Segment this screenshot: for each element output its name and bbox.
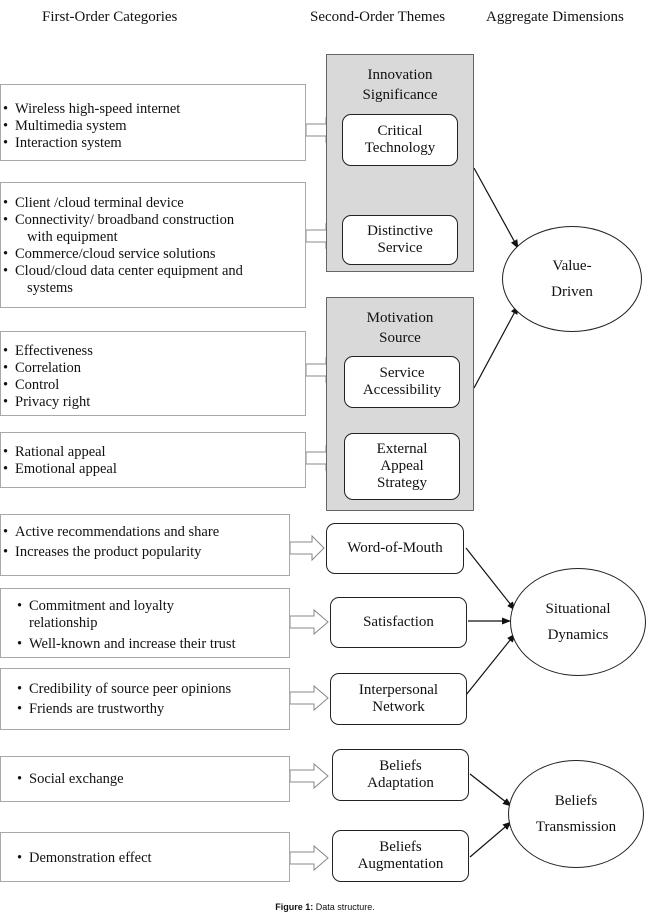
category-item: Credibility of source peer opinions (17, 681, 231, 698)
theme-beliefs-augmentation: Beliefs Augmentation (332, 830, 469, 882)
dimension-situational-dynamics: Situational Dynamics (510, 568, 646, 676)
block-arrow (289, 534, 325, 562)
category-item: Rational appeal (3, 444, 106, 461)
theme-satisfaction: Satisfaction (330, 597, 467, 648)
figure-caption: Figure 1: Data structure. (0, 902, 650, 912)
category-item: Demonstration effect (17, 850, 152, 867)
category-item: Effectiveness (3, 343, 93, 360)
caption-label: Figure 1: (275, 902, 314, 912)
arrow-line (465, 633, 516, 696)
category-box-4: Rational appeal Emotional appeal (0, 432, 306, 488)
theme-beliefs-adaptation: Beliefs Adaptation (332, 749, 469, 801)
category-box-3: Effectiveness Correlation Control Privac… (0, 331, 306, 416)
category-box-2: Client /cloud terminal device Connectivi… (0, 182, 306, 308)
category-item-continued: relationship (29, 615, 98, 631)
category-item-continued: with equipment (27, 229, 118, 245)
category-item: Control (3, 377, 59, 394)
category-item-continued: systems (27, 280, 73, 296)
header-aggregate: Aggregate Dimensions (486, 9, 624, 25)
caption-text: Data structure. (315, 902, 375, 912)
category-box-1: Wireless high-speed internet Multimedia … (0, 84, 306, 161)
category-item: Social exchange (17, 771, 124, 788)
theme-interpersonal-network: Interpersonal Network (330, 673, 467, 725)
category-item: Connectivity/ broadband construction (3, 212, 234, 229)
block-arrow (289, 844, 329, 872)
category-item: Well-known and increase their trust (17, 636, 236, 653)
group-title: Motivation Source (366, 310, 434, 346)
category-item: Increases the product popularity (3, 544, 201, 561)
theme-service-accessibility: Service Accessibility (344, 356, 460, 408)
arrow-line (465, 547, 516, 611)
theme-critical-technology: Critical Technology (342, 114, 458, 166)
category-box-9: Demonstration effect (0, 832, 290, 882)
category-item: Interaction system (3, 135, 122, 152)
theme-external-appeal-strategy: External Appeal Strategy (344, 433, 460, 500)
group-title: Innovation Significance (362, 67, 438, 103)
category-item: Commitment and loyalty (17, 598, 174, 615)
category-box-8: Social exchange (0, 756, 290, 802)
arrow-line (469, 821, 512, 858)
category-item: Client /cloud terminal device (3, 195, 184, 212)
category-item: Correlation (3, 360, 81, 377)
category-item: Wireless high-speed internet (3, 101, 180, 118)
category-box-6: Commitment and loyalty relationship Well… (0, 588, 290, 658)
theme-word-of-mouth: Word-of-Mouth (326, 523, 464, 574)
header-first-order: First-Order Categories (42, 9, 178, 25)
category-item: Commerce/cloud service solutions (3, 246, 216, 263)
category-item: Emotional appeal (3, 461, 117, 478)
block-arrow (289, 762, 329, 790)
category-item: Active recommendations and share (3, 524, 219, 541)
arrow-line (473, 305, 519, 389)
category-item: Cloud/cloud data center equipment and (3, 263, 243, 280)
arrow-line (469, 773, 512, 807)
dimension-beliefs-transmission: Beliefs Transmission (508, 760, 644, 868)
category-box-7: Credibility of source peer opinions Frie… (0, 668, 290, 730)
block-arrow (289, 684, 329, 712)
theme-distinctive-service: Distinctive Service (342, 215, 458, 265)
arrow-line (473, 167, 519, 249)
dimension-value-driven: Value- Driven (502, 226, 642, 332)
category-item: Privacy right (3, 394, 90, 411)
block-arrow (289, 608, 329, 636)
header-second-order: Second-Order Themes (310, 9, 446, 25)
category-item: Friends are trustworthy (17, 701, 164, 718)
category-item: Multimedia system (3, 118, 127, 135)
category-box-5: Active recommendations and share Increas… (0, 514, 290, 576)
